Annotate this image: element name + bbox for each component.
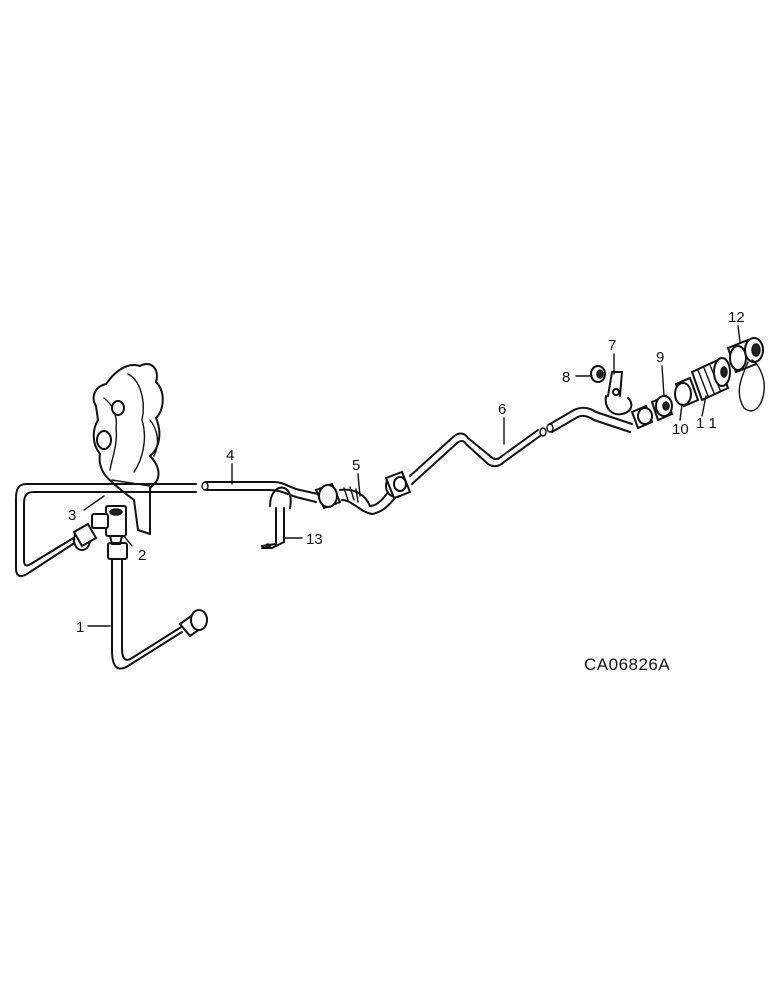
part-6-tube: [409, 406, 633, 485]
valve-housing: [92, 363, 164, 535]
callout-6: 6: [498, 401, 506, 418]
callout-2: 2: [138, 547, 146, 564]
part-5-hose-elbow: [314, 470, 412, 515]
callout-5: 5: [352, 457, 360, 474]
part-7-clamp: [604, 371, 633, 416]
callout-8: 8: [562, 369, 570, 386]
callout-4: 4: [226, 447, 234, 464]
part-13-bracket: [261, 486, 292, 549]
part-12-dust-cap: [726, 337, 765, 412]
part-2-tee-fitting: [91, 505, 127, 545]
part-8-nut: [590, 365, 606, 383]
callout-7: 7: [608, 337, 616, 354]
callout-11: 1 1: [696, 415, 717, 432]
callout-13: 13: [306, 531, 323, 548]
callout-10: 10: [672, 421, 689, 438]
callout-labels: 1 2 3 4 5 6 7 8 9 10 1 1 12 13: [68, 309, 745, 636]
callout-3: 3: [68, 507, 76, 524]
part-9-connector: [630, 394, 674, 430]
left-loop-tube: [15, 483, 197, 578]
drawing-code: CA06826A: [584, 655, 670, 674]
leader-lines: [83, 325, 741, 627]
part-4-tube: [201, 481, 319, 503]
part-10-11-coupler: [674, 357, 731, 408]
callout-12: 12: [728, 309, 745, 326]
callout-1: 1: [76, 619, 84, 636]
callout-9: 9: [656, 349, 664, 366]
part-1-tube: [107, 542, 208, 670]
